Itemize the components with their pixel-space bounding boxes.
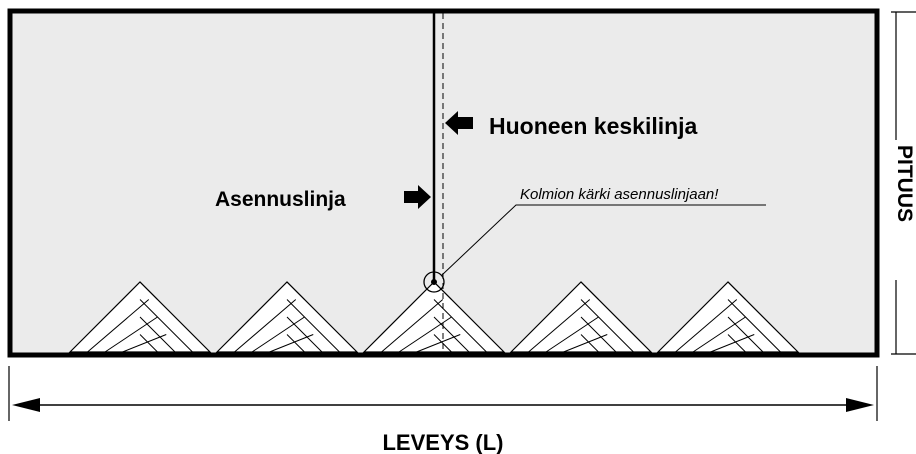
- triangle-tip-dot: [431, 279, 437, 285]
- width-arrow-right: [846, 398, 874, 412]
- width-arrow-left: [12, 398, 40, 412]
- herringbone-triangle: [656, 281, 800, 353]
- installation-line-label: Asennuslinja: [215, 188, 346, 211]
- length-label-backdrop: [891, 140, 916, 280]
- center-line-arrow: [445, 111, 473, 135]
- triangle-tip-marker: [423, 271, 445, 293]
- herringbone-triangle: [68, 281, 212, 353]
- herringbone-pattern: [68, 281, 800, 353]
- length-label: PITUUS: [893, 145, 916, 222]
- center-line-label: Huoneen keskilinja: [489, 113, 698, 139]
- herringbone-triangle: [509, 281, 653, 353]
- herringbone-triangle: [215, 281, 359, 353]
- installation-line-arrow: [404, 185, 431, 209]
- tip-note-label: Kolmion kärki asennuslinjaan!: [520, 186, 719, 203]
- tip-note-leader: [441, 204, 766, 276]
- width-label: LEVEYS (L): [382, 430, 503, 454]
